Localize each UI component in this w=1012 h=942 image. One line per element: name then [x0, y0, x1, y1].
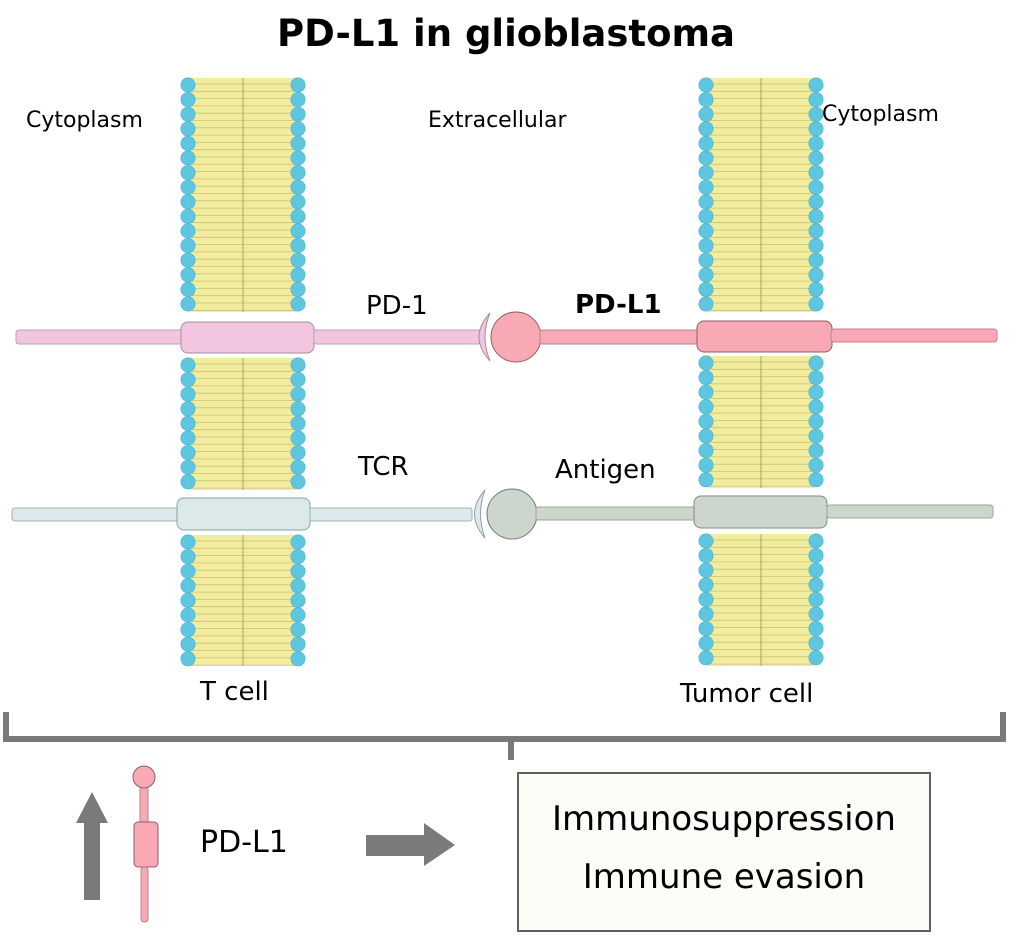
cell-label-tumor-cell: Tumor cell — [680, 679, 814, 709]
tumor-membrane-top — [698, 77, 824, 312]
summary-bracket — [3, 712, 1006, 760]
tcell-membrane-top — [180, 77, 306, 312]
pd1-binding-pocket — [478, 312, 491, 362]
pdl1-upregulation-label: PD-L1 — [200, 825, 288, 860]
membranes — [180, 77, 824, 667]
tcell-membrane-middle — [180, 357, 306, 490]
outcome-box: Immunosuppression Immune evasion — [517, 772, 931, 932]
antigen-head — [486, 488, 538, 540]
antigen-stalk — [535, 506, 697, 521]
region-label-extracellular: Extracellular — [428, 108, 567, 133]
outcome-immune-evasion: Immune evasion — [582, 857, 866, 897]
pd1-transmembrane-domain — [180, 321, 315, 354]
leads-to-arrow-icon — [366, 823, 455, 866]
tcr-tail — [11, 507, 183, 522]
diagram-title: PD-L1 in glioblastoma — [276, 12, 736, 55]
tumor-membrane-bottom — [698, 533, 824, 666]
tcr-label: TCR — [358, 452, 409, 482]
tcell-membrane-bottom — [180, 534, 306, 667]
region-label-left-cytoplasm: Cytoplasm — [26, 108, 143, 133]
pdl1-transmembrane-domain — [696, 320, 833, 353]
antigen-label: Antigen — [555, 455, 656, 485]
pd1-receptor-tail — [15, 329, 187, 345]
tcr-binding-pocket — [474, 489, 486, 539]
region-label-right-cytoplasm: Cytoplasm — [822, 102, 939, 127]
upregulation-arrow-icon — [76, 792, 108, 900]
pdl1-tail — [830, 328, 998, 343]
pdl1-binding-head — [490, 311, 542, 363]
pdl1-label: PD-L1 — [575, 290, 662, 320]
pdl1-stalk — [539, 329, 701, 345]
tcr-transmembrane-domain — [176, 497, 311, 531]
cell-label-t-cell: T cell — [200, 677, 269, 707]
pd1-pdl1-interaction — [15, 311, 998, 363]
pd1-label: PD-1 — [366, 291, 428, 321]
pd1-receptor-stalk — [313, 329, 481, 345]
tcr-antigen-interaction — [11, 488, 994, 540]
mhc-transmembrane-domain — [693, 495, 828, 529]
outcome-immunosuppression: Immunosuppression — [552, 799, 896, 839]
mhc-tail — [826, 504, 994, 519]
pdl1-protein-icon — [132, 765, 159, 923]
tcr-stalk — [309, 507, 473, 522]
tumor-membrane-middle — [698, 355, 824, 488]
